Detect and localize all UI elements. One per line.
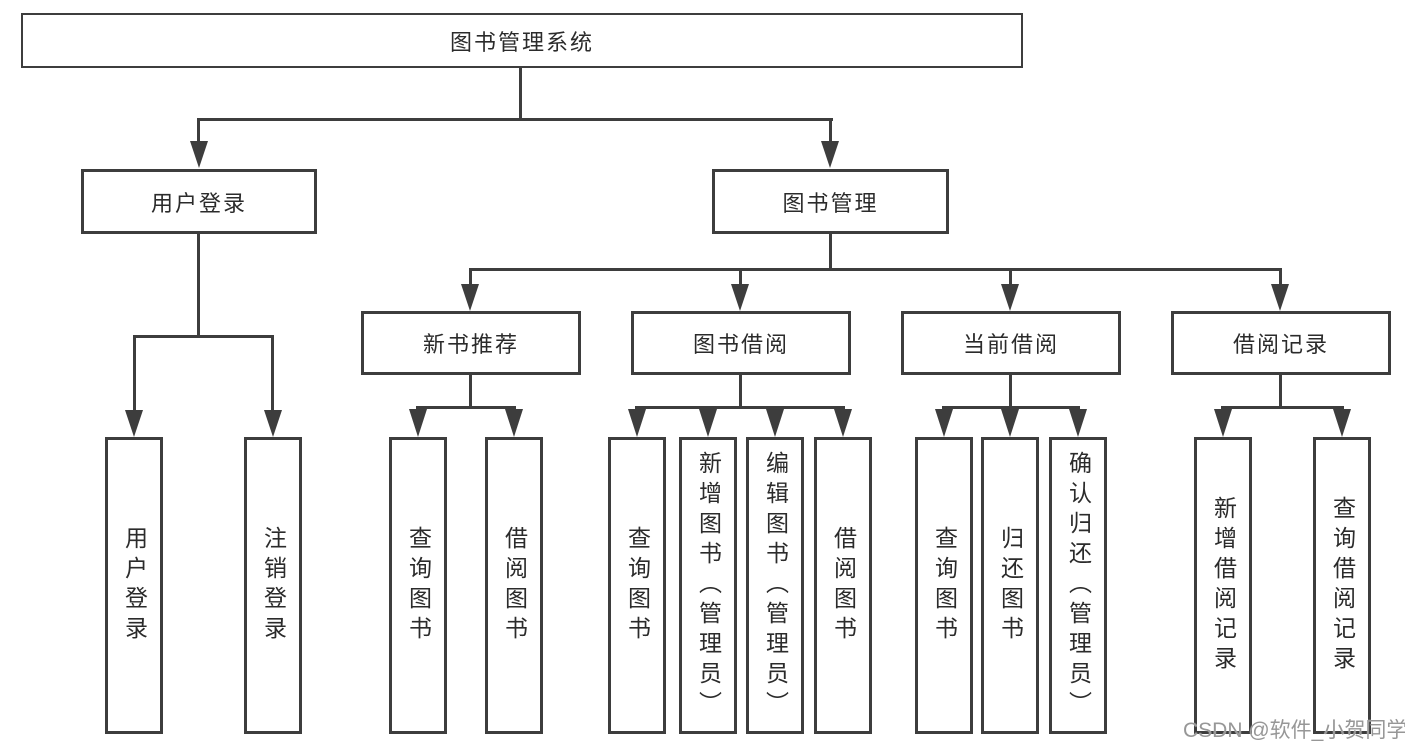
connector-line	[469, 268, 472, 286]
connector-line	[1221, 406, 1344, 409]
node-book-borrowing: 图书借阅	[631, 311, 851, 375]
connector-line	[197, 118, 200, 143]
connector-line	[519, 68, 522, 119]
arrow-down-icon	[264, 410, 282, 437]
node-current-borrowing: 当前借阅	[901, 311, 1121, 375]
arrow-down-icon	[766, 409, 784, 437]
leaf-label: 归还图书	[997, 525, 1024, 646]
node-user-login: 用户登录	[81, 169, 317, 234]
leaf-borrow-books-borrowing: 借阅图书	[814, 437, 872, 734]
leaf-label: 新增借阅记录	[1210, 495, 1237, 676]
leaf-query-books-borrowing: 查询图书	[608, 437, 666, 734]
leaf-label: 编辑图书（管理员）	[762, 450, 789, 721]
node-label: 用户登录	[150, 190, 247, 216]
node-book-management: 图书管理	[712, 169, 949, 234]
arrow-down-icon	[409, 409, 427, 437]
arrow-down-icon	[1069, 409, 1087, 437]
node-label: 图书管理系统	[449, 29, 594, 55]
connector-line	[739, 375, 742, 409]
leaf-query-books-current: 查询图书	[915, 437, 973, 734]
arrow-down-icon	[699, 409, 717, 437]
connector-line	[469, 268, 1282, 271]
arrow-down-icon	[731, 284, 749, 311]
node-label: 新书推荐	[422, 332, 519, 357]
connector-line	[829, 234, 832, 269]
connector-line	[197, 118, 833, 121]
leaf-borrow-books-recommend: 借阅图书	[485, 437, 543, 734]
leaf-label: 新增图书（管理员）	[695, 450, 722, 721]
arrow-down-icon	[125, 410, 143, 437]
arrow-down-icon	[1214, 409, 1232, 437]
leaf-add-borrow-record: 新增借阅记录	[1194, 437, 1252, 734]
node-new-book-recommendation: 新书推荐	[361, 311, 581, 375]
leaf-return-books: 归还图书	[981, 437, 1039, 734]
connector-line	[739, 268, 742, 286]
node-borrowing-records: 借阅记录	[1171, 311, 1391, 375]
connector-line	[829, 118, 832, 143]
leaf-label: 查询图书	[624, 525, 651, 646]
arrow-down-icon	[935, 409, 953, 437]
connector-line	[1009, 268, 1012, 286]
connector-line	[1279, 268, 1282, 286]
node-library-management-system: 图书管理系统	[21, 13, 1023, 68]
connector-line	[469, 375, 472, 409]
arrow-down-icon	[1333, 409, 1351, 437]
connector-line	[1009, 375, 1012, 409]
leaf-edit-books-admin: 编辑图书（管理员）	[746, 437, 804, 734]
node-label: 借阅记录	[1232, 332, 1329, 357]
arrow-down-icon	[821, 141, 839, 168]
connector-line	[1279, 375, 1282, 409]
node-label: 当前借阅	[962, 332, 1059, 357]
leaf-query-books-recommend: 查询图书	[389, 437, 447, 734]
arrow-down-icon	[834, 409, 852, 437]
leaf-label: 查询借阅记录	[1329, 495, 1356, 676]
csdn-watermark: CSDN @软件_小贺同学	[1183, 719, 1405, 742]
leaf-label: 用户登录	[121, 525, 148, 646]
node-label: 图书借阅	[692, 332, 789, 357]
leaf-query-borrow-record: 查询借阅记录	[1313, 437, 1371, 734]
leaf-label: 查询图书	[405, 525, 432, 646]
leaf-confirm-return-admin: 确认归还（管理员）	[1049, 437, 1107, 734]
arrow-down-icon	[1001, 284, 1019, 311]
leaf-label: 注销登录	[260, 525, 287, 646]
leaf-add-books-admin: 新增图书（管理员）	[679, 437, 737, 734]
arrow-down-icon	[1001, 409, 1019, 437]
connector-line	[133, 335, 274, 338]
arrow-down-icon	[505, 409, 523, 437]
connector-line	[197, 234, 200, 336]
connector-line	[271, 335, 274, 411]
arrow-down-icon	[628, 409, 646, 437]
arrow-down-icon	[461, 284, 479, 311]
leaf-label: 借阅图书	[830, 525, 857, 646]
arrow-down-icon	[1271, 284, 1289, 311]
leaf-user-login: 用户登录	[105, 437, 163, 734]
node-label: 图书管理	[782, 190, 879, 216]
connector-line	[416, 406, 516, 409]
connector-line	[635, 406, 845, 409]
leaf-label: 借阅图书	[501, 525, 528, 646]
connector-line	[133, 335, 136, 411]
leaf-label: 查询图书	[931, 525, 958, 646]
connector-line	[942, 406, 1080, 409]
arrow-down-icon	[190, 141, 208, 168]
leaf-logout: 注销登录	[244, 437, 302, 734]
leaf-label: 确认归还（管理员）	[1065, 450, 1092, 721]
